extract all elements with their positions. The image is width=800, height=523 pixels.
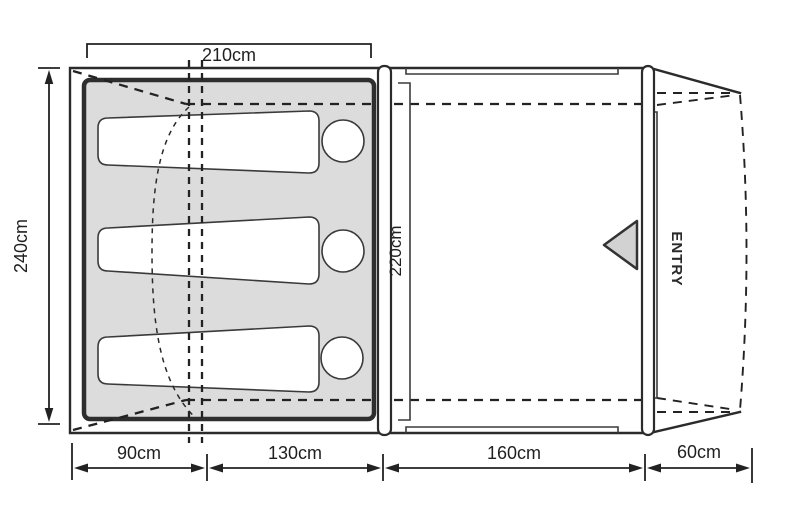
tent-outline [68,66,648,435]
front-wall-bar [640,64,656,437]
dim-130-arrow-left [209,463,223,473]
sleeper-1-head [321,119,365,163]
sleeper-2-body [97,216,320,285]
dim-240-arrow-down [44,408,54,422]
living-area-left-inner-line [398,82,411,421]
sleeper-3-head [320,336,364,380]
dim-130-arrow-right [367,463,381,473]
porch-bottom-edge [652,410,742,434]
dim-60-arrow-right [736,463,750,473]
dimension-90cm: 90cm [74,443,205,473]
sleeper-1-icon [97,110,365,174]
divider-wall-bar [376,64,393,437]
dim-130-label: 130cm [268,443,322,463]
living-area-top-inner-line [405,68,619,75]
dimension-130cm: 130cm [209,443,381,473]
dashed-diagonal-bottom-left [72,398,187,432]
dashed-diagonal-top-left [72,69,187,106]
entry-arrow-icon [602,219,639,271]
sleeper-2-head [321,229,365,273]
entry-label: ENTRY [668,231,685,286]
entry-marker: ENTRY [602,219,685,287]
dim-90-arrow-right [191,463,205,473]
sleeper-2-icon [97,216,365,285]
sleeper-3-icon [97,325,364,393]
dim-240-label: 240cm [11,219,31,273]
dashed-inner-bedroom-curve [151,106,199,421]
dim-60-label: 60cm [677,442,721,462]
dim-210-label: 210cm [202,45,256,65]
inner-tent-dashed-lines [72,60,650,443]
dim-90-arrow-left [74,463,88,473]
dimension-160cm: 160cm [385,443,643,473]
porch-dashed-top-b [656,94,737,106]
dimension-60cm: 60cm [647,442,750,473]
dimension-bottom-row: 90cm 130cm 160cm 60cm [71,442,753,483]
dim-240-arrow-up [44,70,54,84]
sleeper-icons [97,110,365,393]
porch-dashed-lines [656,92,748,413]
porch-front-dashed-curve [739,94,748,411]
dim-160-arrow-left [385,463,399,473]
dim-160-label: 160cm [487,443,541,463]
sleeper-3-body [97,325,320,393]
tent-walls [68,66,742,435]
dimension-left-depth: 240cm [11,67,60,425]
dim-160-arrow-right [629,463,643,473]
dim-220-label: 220cm [386,225,405,276]
dimension-top-width: 210cm [86,43,372,65]
dim-90-label: 90cm [117,443,161,463]
porch-top-edge [652,67,742,95]
dim-210-bracket [86,43,372,58]
porch-dashed-bottom-b [656,397,737,411]
dim-60-arrow-left [647,463,661,473]
sleeper-1-body [97,110,320,174]
living-area-bottom-inner-line [405,426,619,433]
